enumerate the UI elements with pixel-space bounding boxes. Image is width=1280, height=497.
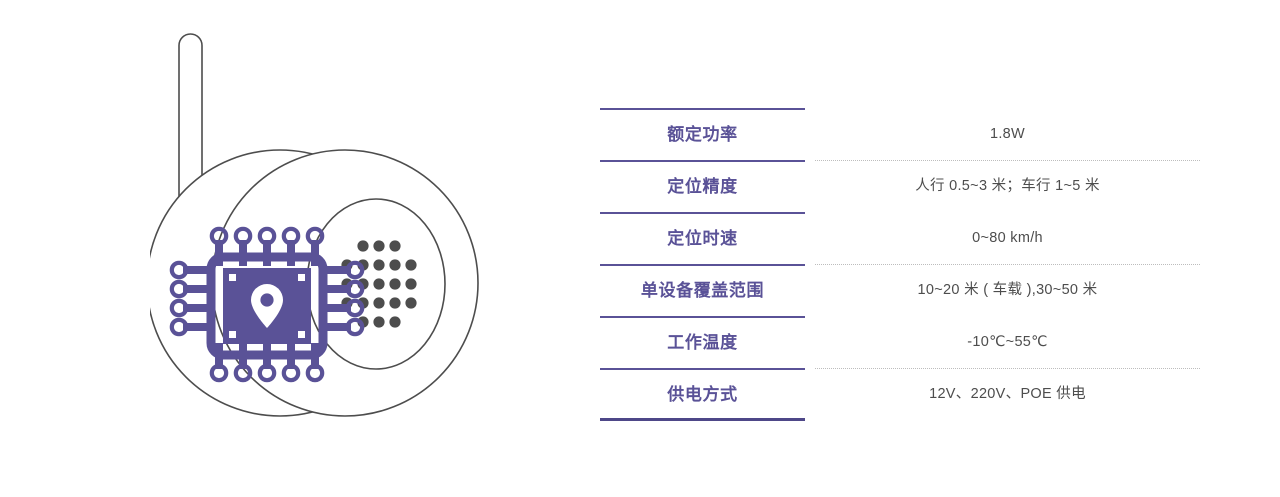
table-row: 供电方式 12V、220V、POE 供电 [600, 368, 1200, 421]
spec-label-cell: 单设备覆盖范围 [600, 264, 805, 316]
spec-label: 定位精度 [667, 176, 738, 196]
spec-value-cell: 人行 0.5~3 米；车行 1~5 米 [805, 160, 1200, 212]
spec-label-cell: 定位精度 [600, 160, 805, 212]
table-row: 定位时速 0~80 km/h [600, 212, 1200, 264]
table-row: 单设备覆盖范围 10~20 米 ( 车载 ),30~50 米 [600, 264, 1200, 316]
location-pin-icon [251, 284, 283, 328]
spec-label: 工作温度 [667, 332, 738, 352]
table-row: 定位精度 人行 0.5~3 米；车行 1~5 米 [600, 160, 1200, 212]
spec-value-cell: -10℃~55℃ [805, 316, 1200, 368]
spec-label-cell: 供电方式 [600, 368, 805, 421]
spec-label-cell: 工作温度 [600, 316, 805, 368]
spec-label: 定位时速 [667, 228, 738, 248]
spec-label: 额定功率 [667, 124, 738, 144]
spec-value: -10℃~55℃ [967, 333, 1048, 350]
spec-label: 供电方式 [667, 384, 738, 404]
spec-label: 单设备覆盖范围 [640, 280, 765, 300]
spec-value: 0~80 km/h [972, 229, 1043, 246]
spec-value: 1.8W [989, 125, 1026, 142]
spec-value: 人行 0.5~3 米；车行 1~5 米 [915, 177, 1100, 194]
table-row: 额定功率 1.8W [600, 108, 1200, 160]
spec-label-cell: 定位时速 [600, 212, 805, 264]
spec-label-cell: 额定功率 [600, 108, 805, 160]
wireless-positioning-device-illustration [146, 18, 500, 448]
spec-value: 12V、220V、POE 供电 [929, 385, 1086, 402]
device-specifications-table: 额定功率 1.8W 定位精度 人行 0.5~3 米；车行 1~5 米 定位时速 … [600, 108, 1200, 421]
table-row: 工作温度 -10℃~55℃ [600, 316, 1200, 368]
spec-value-cell: 0~80 km/h [805, 212, 1200, 264]
spec-value-cell: 12V、220V、POE 供电 [805, 368, 1200, 420]
processor-chip-icon [169, 226, 365, 383]
spec-value: 10~20 米 ( 车载 ),30~50 米 [917, 281, 1098, 298]
spec-value-cell: 10~20 米 ( 车载 ),30~50 米 [805, 264, 1200, 316]
spec-value-cell: 1.8W [805, 108, 1200, 160]
